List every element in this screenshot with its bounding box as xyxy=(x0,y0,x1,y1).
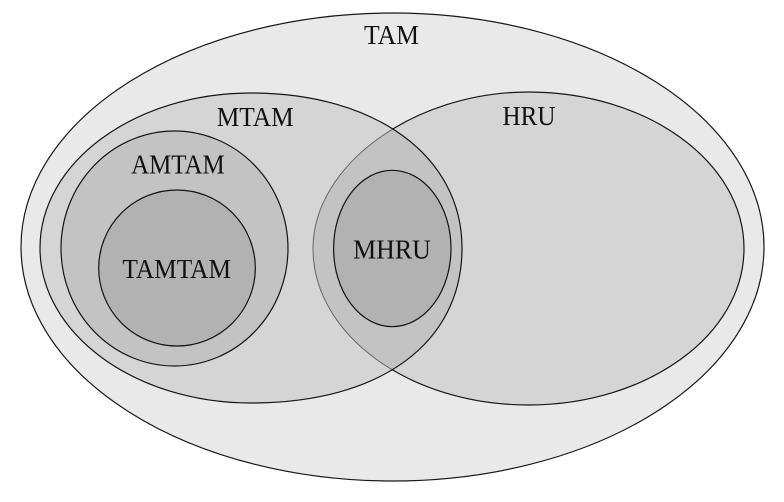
svg-text:TAM: TAM xyxy=(364,20,419,51)
svg-text:AMTAM: AMTAM xyxy=(131,149,225,180)
svg-text:MTAM: MTAM xyxy=(217,102,294,133)
svg-text:HRU: HRU xyxy=(503,101,556,132)
svg-text:MHRU: MHRU xyxy=(353,234,431,265)
svg-text:TAMTAM: TAMTAM xyxy=(122,254,231,285)
